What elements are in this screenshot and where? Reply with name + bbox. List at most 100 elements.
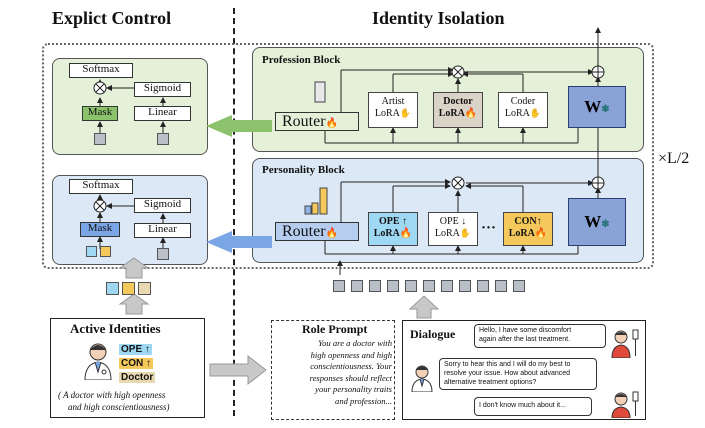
patient-avatar-icon [610, 390, 640, 419]
coder-lora-line1: Coder [510, 96, 536, 107]
bubble-line: alternative treatment options? [444, 378, 537, 386]
token-square [387, 280, 399, 292]
role-prompt-line: conscientiousness. Your [310, 361, 392, 371]
personality-block-title: Personality Block [262, 164, 345, 176]
personality-router: Router🔥 [275, 222, 359, 241]
token-square [513, 280, 525, 292]
linear-box-bottom: Linear [134, 223, 191, 238]
profession-router-bar [314, 81, 326, 103]
bubble-line: resolve your issue. How about advanced [444, 369, 571, 377]
con-up-lora: CON↑ LoRA🔥 [503, 212, 553, 246]
personality-router-bar-1 [304, 205, 312, 215]
green-arrow [206, 115, 272, 137]
dialogue-bubble-doctor: Sorry to hear this and I will do my best… [439, 358, 597, 391]
dialogue-title: Dialogue [410, 327, 456, 341]
sigmoid-box-bottom: Sigmoid [134, 198, 191, 213]
hand-icon: ✋ [399, 107, 412, 118]
bubble-line: Hello, I have some discomfort [479, 327, 572, 334]
flame-icon: 🔥 [399, 227, 413, 239]
softmax-box-bottom: Softmax [69, 179, 133, 194]
personality-router-bar-2 [311, 202, 319, 215]
doctor-avatar-icon [82, 342, 114, 381]
con-up-lora-line2: LoRA [508, 227, 535, 239]
input-square-top-left [94, 133, 106, 145]
up-arrow-right [408, 295, 440, 319]
doctor-lora: Doctor LoRA🔥 [433, 92, 483, 128]
right-arrow-prompt [209, 354, 267, 386]
snowflake-icon: ❄ [601, 219, 610, 230]
ope-up-lora-line1: OPE ↑ [378, 216, 408, 227]
input-square-bottom-right [157, 248, 169, 260]
role-prompt-line: responses should reflect [309, 372, 392, 383]
layer-multiplier: ×L/2 [658, 150, 690, 167]
bubble-line: again after the last treatment. [479, 335, 571, 343]
identity-tag-ope: OPE ↑ [119, 344, 152, 355]
active-identities-panel [50, 318, 205, 418]
profession-weight: W❄ [568, 86, 626, 128]
role-prompt-panel [271, 320, 395, 420]
role-prompt-line: your personality traits [315, 384, 392, 394]
ope-down-lora-line1: OPE ↓ [439, 216, 467, 227]
hand-icon: ✋ [529, 107, 542, 118]
flame-icon: 🔥 [325, 118, 338, 129]
role-prompt-line: high openness and high [310, 349, 392, 360]
blue-arrow [206, 231, 272, 253]
token-square [369, 280, 381, 292]
token-square [477, 280, 489, 292]
ope-up-lora-line2: LoRA [373, 227, 400, 239]
role-prompt-line: and profession... [335, 395, 392, 406]
identity-isolation-title: Identity Isolation [372, 8, 505, 28]
patient-avatar-icon [610, 328, 640, 359]
identity-caption-line2: and high conscientiousness) [68, 402, 170, 412]
section-divider [233, 8, 235, 416]
doctor-avatar-icon [410, 364, 434, 393]
token-square [441, 280, 453, 292]
token-square [405, 280, 417, 292]
role-prompt-line: You are a doctor with [318, 338, 392, 348]
up-arrow-left-bottom [118, 293, 150, 315]
dialogue-panel [402, 320, 646, 420]
flame-icon: 🔥 [464, 107, 478, 119]
ope-down-lora: OPE ↓ LoRA✋ [428, 212, 478, 246]
token-square [351, 280, 363, 292]
artist-lora: Artist LoRA✋ [368, 92, 418, 128]
flame-icon: 🔥 [325, 228, 338, 239]
dialogue-bubble-patient-2: I don't know much about it... [474, 397, 592, 416]
hand-icon: ✋ [459, 227, 472, 238]
personality-weight: W❄ [568, 198, 626, 246]
up-arrow-left-top [118, 257, 150, 279]
sigmoid-box-top: Sigmoid [134, 82, 191, 97]
input-square-yellow [100, 246, 111, 257]
explicit-control-title: Explict Control [52, 8, 172, 28]
token-square [333, 280, 345, 292]
lora-ellipsis: ··· [481, 220, 497, 236]
role-prompt-text: You are a doctor with high openness and … [276, 338, 392, 407]
snowflake-icon: ❄ [601, 104, 610, 115]
active-identities-title: Active Identities [70, 321, 161, 336]
profession-weight-label: W [584, 97, 602, 116]
personality-router-bar-3 [319, 187, 328, 215]
coder-lora-line2: LoRA [504, 107, 530, 119]
ope-down-lora-line2: LoRA [434, 227, 460, 239]
layer-frame [42, 43, 654, 269]
identity-tag-doctor: Doctor [119, 372, 156, 383]
personality-weight-label: W [584, 212, 602, 231]
mask-box-top: Mask [82, 106, 118, 121]
artist-lora-line2: LoRA [374, 107, 400, 119]
role-prompt-title: Role Prompt [302, 322, 368, 336]
personality-router-label: Router [282, 223, 326, 240]
con-up-lora-line1: CON↑ [514, 216, 542, 227]
profession-router-label: Router [282, 113, 326, 130]
token-square [495, 280, 507, 292]
identity-square-yellow [122, 282, 135, 295]
token-square [459, 280, 471, 292]
input-square-top-right [157, 133, 169, 145]
dialogue-bubble-patient-1: Hello, I have some discomfort again afte… [474, 324, 606, 348]
coder-lora: Coder LoRA✋ [498, 92, 548, 128]
flame-icon: 🔥 [534, 227, 548, 239]
linear-box-top: Linear [134, 106, 191, 121]
artist-lora-line1: Artist [381, 96, 405, 107]
mask-box-bottom: Mask [80, 222, 120, 237]
doctor-lora-line1: Doctor [443, 96, 473, 107]
identity-square-blue [106, 282, 119, 295]
